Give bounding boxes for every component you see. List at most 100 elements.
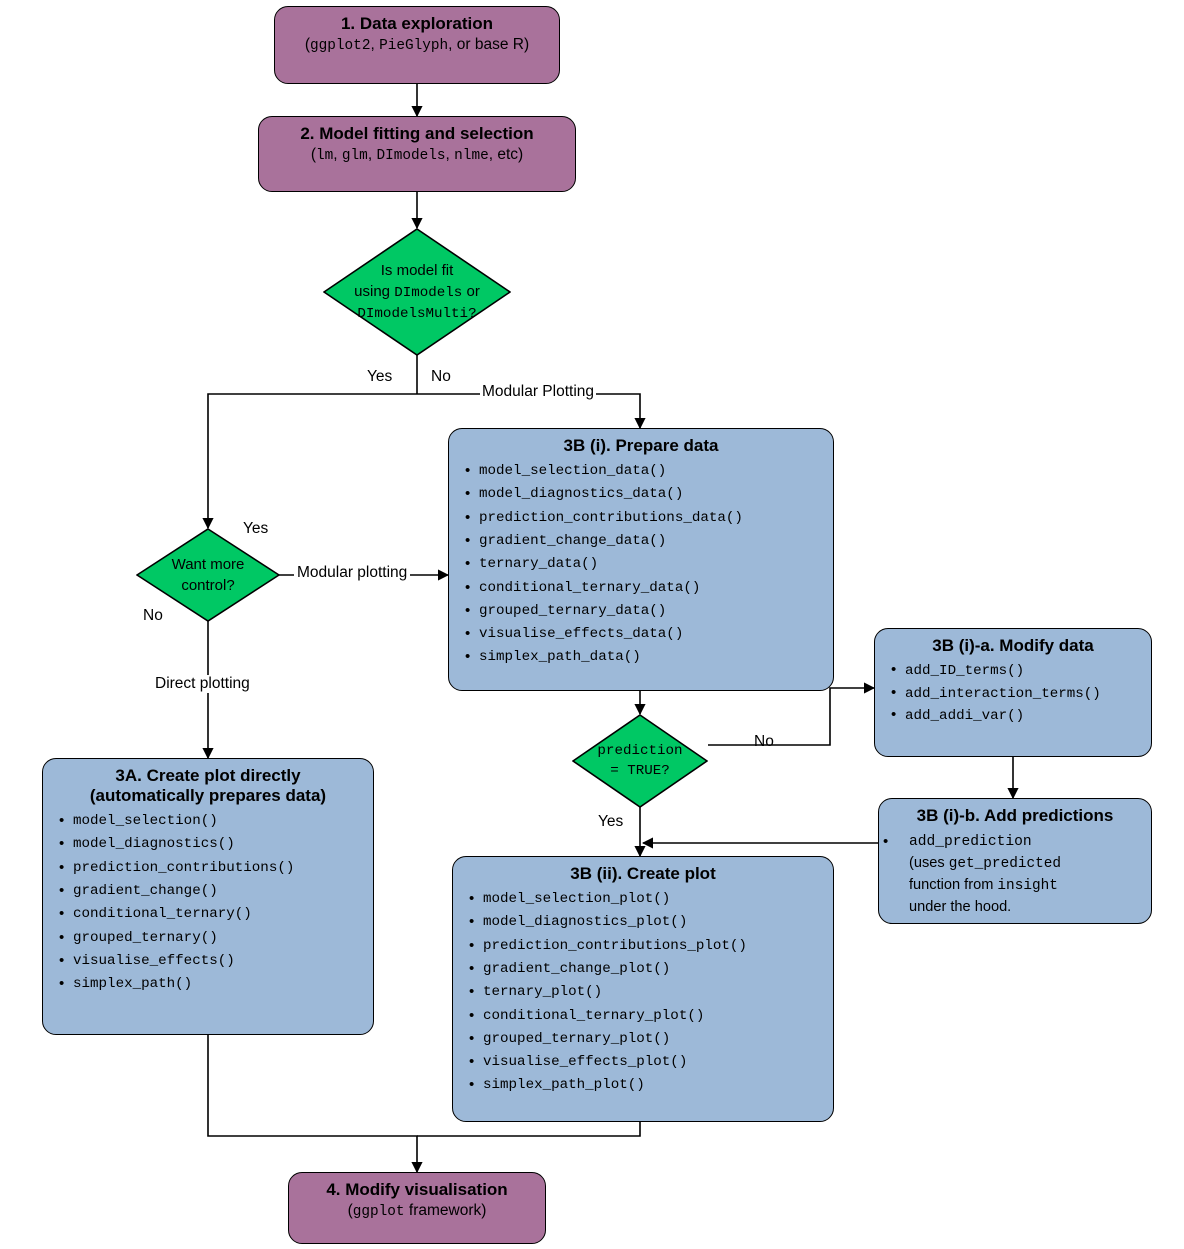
- node-step1-title: 1. Data exploration: [340, 14, 494, 33]
- step2-pkg-glm: glm: [341, 148, 368, 165]
- list-item[interactable]: model_selection_data(): [465, 459, 827, 483]
- node-3bib-body: • add_prediction (uses get_predicted fun…: [879, 828, 1151, 924]
- edge-label-modular-plotting-caps: Modular Plotting: [480, 383, 597, 401]
- decision3-shape: [572, 714, 708, 808]
- edge-label-no-decision2: No: [143, 607, 163, 624]
- step2-pkg-dimodels: DImodels: [376, 148, 446, 165]
- node-step2-subtitle: (lm, glm, DImodels, nlme, etc): [259, 146, 575, 171]
- list-item[interactable]: visualise_effects(): [59, 949, 367, 973]
- list-item[interactable]: ternary_data(): [465, 552, 827, 576]
- list-item[interactable]: simplex_path(): [59, 972, 367, 996]
- list-item[interactable]: model_diagnostics(): [59, 832, 367, 856]
- decision1-shape: [323, 228, 511, 356]
- step2-pkg-lm: lm: [316, 148, 334, 165]
- node-step4-title: 4. Modify visualisation: [326, 1180, 508, 1199]
- decision2-line1: Want more: [171, 555, 245, 573]
- node-step1-subtitle: (ggplot2, PieGlyph, or base R): [275, 36, 559, 61]
- edge-decision3-no: [708, 682, 876, 746]
- list-item[interactable]: grouped_ternary_data(): [465, 599, 827, 623]
- list-item[interactable]: add_addi_var(): [891, 704, 1145, 728]
- edge-label-yes-decision3: Yes: [598, 813, 624, 830]
- step1-pkg-ggplot2: ggplot2: [310, 38, 371, 55]
- node-step4-modify-visualisation[interactable]: 4. Modify visualisation (ggplot framewor…: [288, 1172, 546, 1244]
- step2-sep3: ,: [445, 146, 455, 164]
- list-item[interactable]: prediction_contributions_plot(): [469, 934, 827, 958]
- list-item[interactable]: visualise_effects_plot(): [469, 1050, 827, 1074]
- list-item[interactable]: grouped_ternary(): [59, 926, 367, 950]
- node-step4-subtitle: (ggplot framework): [289, 1202, 545, 1227]
- list-item[interactable]: add_interaction_terms(): [891, 682, 1145, 706]
- list-item[interactable]: gradient_change_data(): [465, 529, 827, 553]
- node-3bi-prepare-data[interactable]: 3B (i). Prepare data model_selection_dat…: [448, 428, 834, 691]
- list-item[interactable]: model_diagnostics_data(): [465, 482, 827, 506]
- list-item[interactable]: model_selection_plot(): [469, 887, 827, 911]
- 3bib-line3: function from insight: [895, 875, 1143, 897]
- edge-label-yes-decision1: Yes: [367, 368, 393, 385]
- node-step1-data-exploration[interactable]: 1. Data exploration (ggplot2, PieGlyph, …: [274, 6, 560, 84]
- node-3bia-title: 3B (i)-a. Modify data: [932, 636, 1094, 655]
- list-item[interactable]: add_ID_terms(): [891, 659, 1145, 683]
- step4-sub-open: (: [347, 1202, 353, 1220]
- node-3bii-create-plot[interactable]: 3B (ii). Create plot model_selection_plo…: [452, 856, 834, 1122]
- node-3bii-function-list: model_selection_plot() model_diagnostics…: [453, 887, 833, 1098]
- decision-is-model-fit-dimodels[interactable]: Is model fit using DImodels or DImodelsM…: [323, 228, 511, 356]
- list-item[interactable]: gradient_change_plot(): [469, 957, 827, 981]
- step2-sub-open: (: [310, 146, 316, 164]
- 3bib-line4: under the hood.: [909, 899, 1012, 916]
- list-item[interactable]: simplex_path_data(): [465, 645, 827, 669]
- decision2-shape: [136, 528, 280, 622]
- list-item[interactable]: grouped_ternary_plot(): [469, 1027, 827, 1051]
- step1-sub-open: (: [304, 36, 310, 54]
- list-item[interactable]: gradient_change(): [59, 879, 367, 903]
- step1-sub-sep1: ,: [370, 36, 380, 54]
- 3bib-line2: (uses get_predicted: [895, 853, 1143, 875]
- 3bib-fn-add-prediction: add_prediction: [909, 834, 1032, 851]
- decision3-label: prediction = TRUE?: [572, 714, 708, 808]
- step2-sep1: ,: [333, 146, 342, 164]
- step2-sep2: ,: [367, 146, 377, 164]
- node-3a-function-list: model_selection() model_diagnostics() pr…: [43, 809, 373, 996]
- step1-pkg-pieglyph: PieGlyph: [379, 38, 449, 55]
- decision1-line2-post: or: [462, 283, 480, 301]
- list-item[interactable]: prediction_contributions_data(): [465, 506, 827, 530]
- list-item[interactable]: simplex_path_plot(): [469, 1073, 827, 1097]
- 3bib-line3-pre: function from: [909, 877, 998, 894]
- bullet-icon: •: [883, 833, 889, 851]
- node-3a-title-line2: (automatically prepares data): [89, 786, 327, 806]
- edge-decision1-yes: [202, 393, 417, 530]
- decision1-label: Is model fit using DImodels or DImodelsM…: [323, 228, 511, 356]
- decision1-line1: Is model fit: [380, 262, 454, 280]
- list-item[interactable]: prediction_contributions(): [59, 856, 367, 880]
- edge-label-no-decision3: No: [754, 733, 774, 750]
- list-item[interactable]: visualise_effects_data(): [465, 622, 827, 646]
- node-3bib-add-predictions[interactable]: 3B (i)-b. Add predictions • add_predicti…: [878, 798, 1152, 924]
- 3bib-line2-pre: (uses: [909, 855, 949, 872]
- node-3bia-function-list: add_ID_terms() add_interaction_terms() a…: [875, 659, 1151, 728]
- step4-sub-end: framework): [404, 1202, 487, 1220]
- list-item[interactable]: conditional_ternary_data(): [465, 576, 827, 600]
- edge-3a-to-step4: [207, 1035, 423, 1174]
- decision-prediction-true[interactable]: prediction = TRUE?: [572, 714, 708, 808]
- node-3bia-modify-data[interactable]: 3B (i)-a. Modify data add_ID_terms() add…: [874, 628, 1152, 757]
- node-3a-title-line1: 3A. Create plot directly: [115, 766, 301, 785]
- node-step2-model-fitting[interactable]: 2. Model fitting and selection (lm, glm,…: [258, 116, 576, 192]
- node-3a-title: 3A. Create plot directly (automatically …: [43, 759, 373, 808]
- node-3a-create-plot-directly[interactable]: 3A. Create plot directly (automatically …: [42, 758, 374, 1035]
- list-item[interactable]: conditional_ternary_plot(): [469, 1004, 827, 1028]
- list-item[interactable]: ternary_plot(): [469, 980, 827, 1004]
- decision2-label: Want more control?: [136, 528, 280, 622]
- decision1-pkg-dimodels: DImodels: [394, 285, 463, 302]
- list-item[interactable]: model_diagnostics_plot(): [469, 910, 827, 934]
- decision3-line2: = TRUE?: [610, 763, 670, 779]
- list-item[interactable]: model_selection(): [59, 809, 367, 833]
- 3bib-fn-get-predicted: get_predicted: [948, 856, 1062, 873]
- 3bib-pkg-insight: insight: [997, 878, 1058, 895]
- list-item[interactable]: conditional_ternary(): [59, 902, 367, 926]
- decision3-line1: prediction: [597, 742, 683, 759]
- node-3bib-title: 3B (i)-b. Add predictions: [916, 806, 1114, 825]
- edge-label-direct-plotting: Direct plotting: [152, 675, 253, 693]
- decision-want-more-control[interactable]: Want more control?: [136, 528, 280, 622]
- step4-pkg-ggplot: ggplot: [352, 1204, 405, 1221]
- node-3bii-title: 3B (ii). Create plot: [570, 864, 716, 883]
